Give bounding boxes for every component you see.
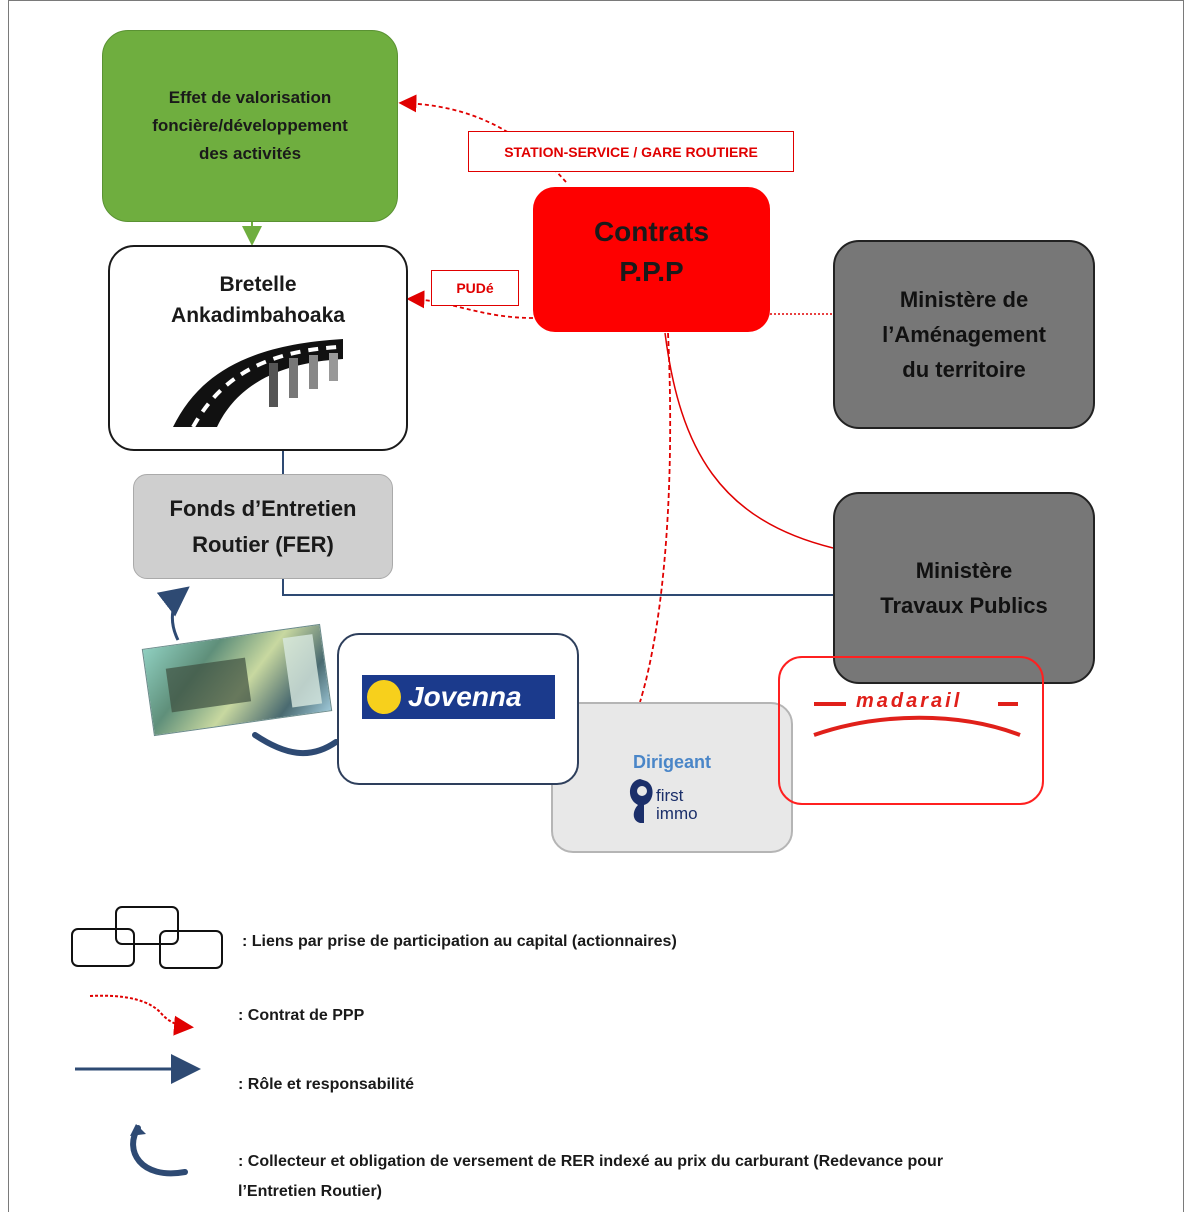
node-valorisation: Effet de valorisation foncière/développe… xyxy=(102,30,398,222)
legend-collecteur-symbol xyxy=(130,1125,188,1177)
node-first: Dirigeant xyxy=(551,702,793,853)
node-amenagement: Ministère de l’Aménagement du territoire xyxy=(833,240,1095,429)
node-amenagement-line3: du territoire xyxy=(902,357,1026,382)
node-amenagement-line1: Ministère de xyxy=(899,287,1029,312)
node-valorisation-line3: des activités xyxy=(198,144,302,163)
node-travaux-line2: Travaux Publics xyxy=(880,593,1048,618)
node-valorisation-line2: foncière/développement xyxy=(152,116,348,135)
node-travaux-line1: Ministère xyxy=(915,558,1013,583)
page-frame xyxy=(8,0,1184,1212)
node-bretelle: Bretelle Ankadimbahoaka xyxy=(108,245,408,451)
madarail-arc xyxy=(813,715,1021,737)
jovenna-logo-text: Jovenna xyxy=(408,681,522,712)
edge-ppp-travaux xyxy=(664,332,834,549)
node-bretelle-line2: Ankadimbahoaka xyxy=(171,304,345,327)
first-logo-line1: first xyxy=(656,786,684,805)
node-ppp-line2: P.P.P xyxy=(619,255,684,287)
legend-capital-rect3 xyxy=(159,930,223,969)
legend-ppp-text: : Contrat de PPP xyxy=(238,1007,365,1024)
node-fer-line2: Routier (FER) xyxy=(192,531,334,557)
legend-capital-rect1 xyxy=(71,928,135,967)
node-first-title: Dirigeant xyxy=(632,752,711,772)
sun-icon xyxy=(367,680,401,714)
edge-label-pude: PUDé xyxy=(431,270,519,306)
legend-capital-text: : Liens par prise de participation au ca… xyxy=(242,933,677,950)
legend-collecteur-text1: : Collecteur et obligation de versement … xyxy=(238,1153,944,1170)
road-icon xyxy=(173,339,343,428)
node-ppp-line1: Contrats xyxy=(593,215,710,247)
legend-role-text: : Rôle et responsabilité xyxy=(238,1076,415,1093)
node-valorisation-line1: Effet de valorisation xyxy=(168,88,332,107)
first-immo-logo: first immo xyxy=(629,779,698,823)
node-fer: Fonds d’Entretien Routier (FER) xyxy=(133,474,393,579)
edge-ppp-first xyxy=(639,332,672,703)
edge-banknote-fer xyxy=(156,586,190,641)
node-travaux: Ministère Travaux Publics xyxy=(833,492,1095,684)
jovenna-logo: Jovenna xyxy=(362,675,555,719)
node-madarail xyxy=(778,656,1044,805)
edge-ppp-bretelle xyxy=(406,290,534,319)
edge-jovenna-banknote xyxy=(252,732,339,757)
node-bretelle-line1: Bretelle xyxy=(219,273,297,296)
node-ppp: Contrats P.P.P xyxy=(533,187,770,332)
first-logo-line2: immo xyxy=(656,804,698,823)
legend-capital-rect2 xyxy=(115,906,179,945)
node-amenagement-line2: l’Aménagement xyxy=(882,322,1046,347)
edge-fer-travaux xyxy=(282,579,833,596)
legend-collecteur-text2: l’Entretien Routier) xyxy=(238,1183,383,1200)
edge-label-station: STATION-SERVICE / GARE ROUTIERE xyxy=(468,131,794,172)
madarail-logo-text: madarail xyxy=(856,690,963,712)
legend-ppp-symbol xyxy=(89,994,194,1036)
node-fer-line1: Fonds d’Entretien xyxy=(169,495,357,521)
